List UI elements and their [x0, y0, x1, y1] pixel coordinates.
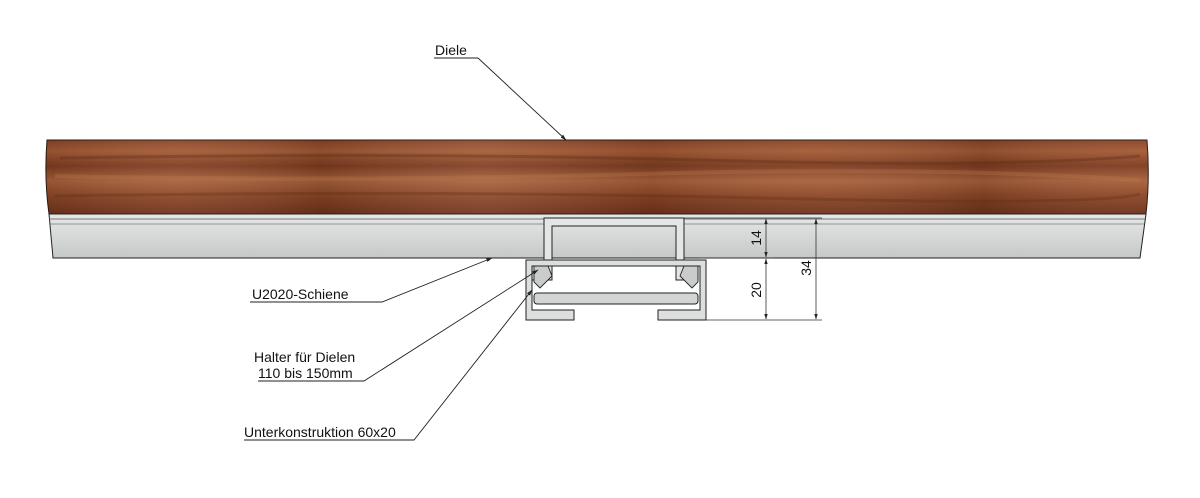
callout-labels: Diele U2020-Schiene Halter für Dielen 11…	[244, 42, 467, 440]
leader-substructure	[244, 289, 533, 441]
leader-board	[434, 57, 567, 141]
label-u2020-schiene: U2020-Schiene	[252, 286, 349, 302]
dim-label-34: 34	[798, 260, 814, 276]
label-unterkonstruktion: Unterkonstruktion 60x20	[244, 424, 396, 440]
label-holder-line1: Halter für Dielen	[254, 349, 355, 365]
label-diele: Diele	[435, 42, 467, 58]
leader-lines	[244, 57, 567, 441]
dimension-lines: 14 20 34	[684, 217, 822, 321]
label-holder-line2: 110 bis 150mm	[258, 365, 353, 381]
dim-label-14: 14	[748, 230, 764, 246]
leader-rail	[250, 257, 493, 303]
dim-label-20: 20	[748, 282, 764, 298]
deck-board	[45, 139, 1149, 215]
leader-holder	[258, 269, 539, 382]
